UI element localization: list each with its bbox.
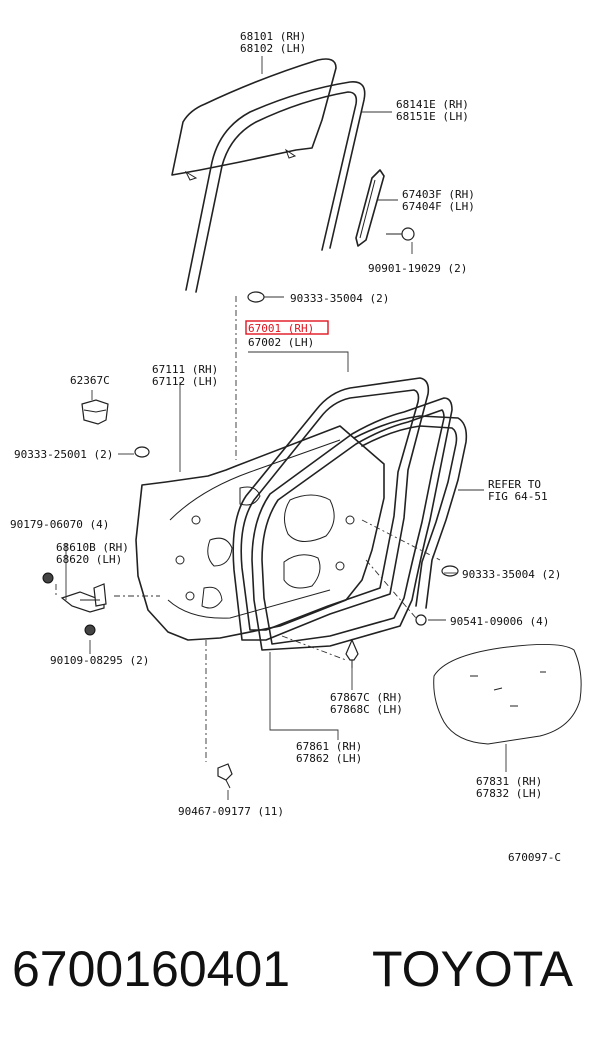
callout-67001: 67001 (RH) 67002 (LH)	[248, 322, 321, 349]
service-cover-drawing	[433, 643, 582, 745]
rear-weatherstrip-drawing	[353, 415, 468, 609]
screw-drawing	[217, 763, 233, 789]
highlight-box	[245, 320, 329, 335]
leader-lines	[55, 56, 507, 800]
callout-labels: 68101 (RH) 68102 (LH) 68141E (RH) 68151E…	[10, 30, 561, 864]
callout-refer-fig: REFER TO FIG 64-51	[488, 478, 548, 503]
clip-67867c-drawing	[345, 638, 359, 668]
callout-90467-09177: 90467-09177 (11)	[178, 805, 284, 818]
weatherstrip-outer-drawing	[251, 397, 453, 651]
hinge-drawing	[42, 572, 107, 636]
weatherstrip-inner-drawing	[232, 377, 430, 641]
callout-90109-08295: 90109-08295 (2)	[50, 654, 149, 667]
glass-run-drawing	[185, 81, 366, 293]
bolt-90901-drawing	[386, 227, 415, 241]
callout-62367c: 62367C	[70, 374, 110, 387]
plug-top-drawing	[247, 291, 265, 303]
part-number: 6700160401	[12, 941, 291, 997]
callout-figure-code: 670097-C	[508, 851, 561, 864]
callout-67111: 67111 (RH) 67112 (LH)	[152, 363, 225, 388]
callout-90333-25001: 90333-25001 (2)	[14, 448, 113, 461]
bracket-62367c-drawing	[81, 399, 109, 425]
callout-90333-35004-right: 90333-35004 (2)	[462, 568, 561, 581]
callout-90541-09006: 90541-09006 (4)	[450, 615, 549, 628]
door-glass-drawing	[171, 58, 337, 181]
callout-68141e: 68141E (RH) 68151E (LH)	[396, 98, 475, 123]
callout-67867c: 67867C (RH) 67868C (LH)	[330, 691, 409, 716]
rear-channel-drawing	[355, 169, 385, 247]
plug-right-drawing	[441, 565, 459, 577]
plug-left-drawing	[134, 446, 150, 458]
callout-68610b: 68610B (RH) 68620 (LH)	[56, 541, 135, 566]
brand-name: TOYOTA	[372, 941, 573, 997]
callout-67831: 67831 (RH) 67832 (LH)	[476, 775, 549, 800]
callout-90901-19029: 90901-19029 (2)	[368, 262, 467, 275]
footer: 6700160401 TOYOTA	[0, 940, 600, 1010]
callout-90179-06070: 90179-06070 (4)	[10, 518, 109, 531]
callout-67403f: 67403F (RH) 67404F (LH)	[402, 188, 481, 213]
callout-90333-35004-top: 90333-35004 (2)	[290, 292, 389, 305]
nut-drawing	[415, 614, 427, 626]
callout-68101: 68101 (RH) 68102 (LH)	[240, 30, 313, 55]
door-panel-drawing	[135, 425, 385, 641]
callout-67861: 67861 (RH) 67862 (LH)	[296, 740, 369, 765]
